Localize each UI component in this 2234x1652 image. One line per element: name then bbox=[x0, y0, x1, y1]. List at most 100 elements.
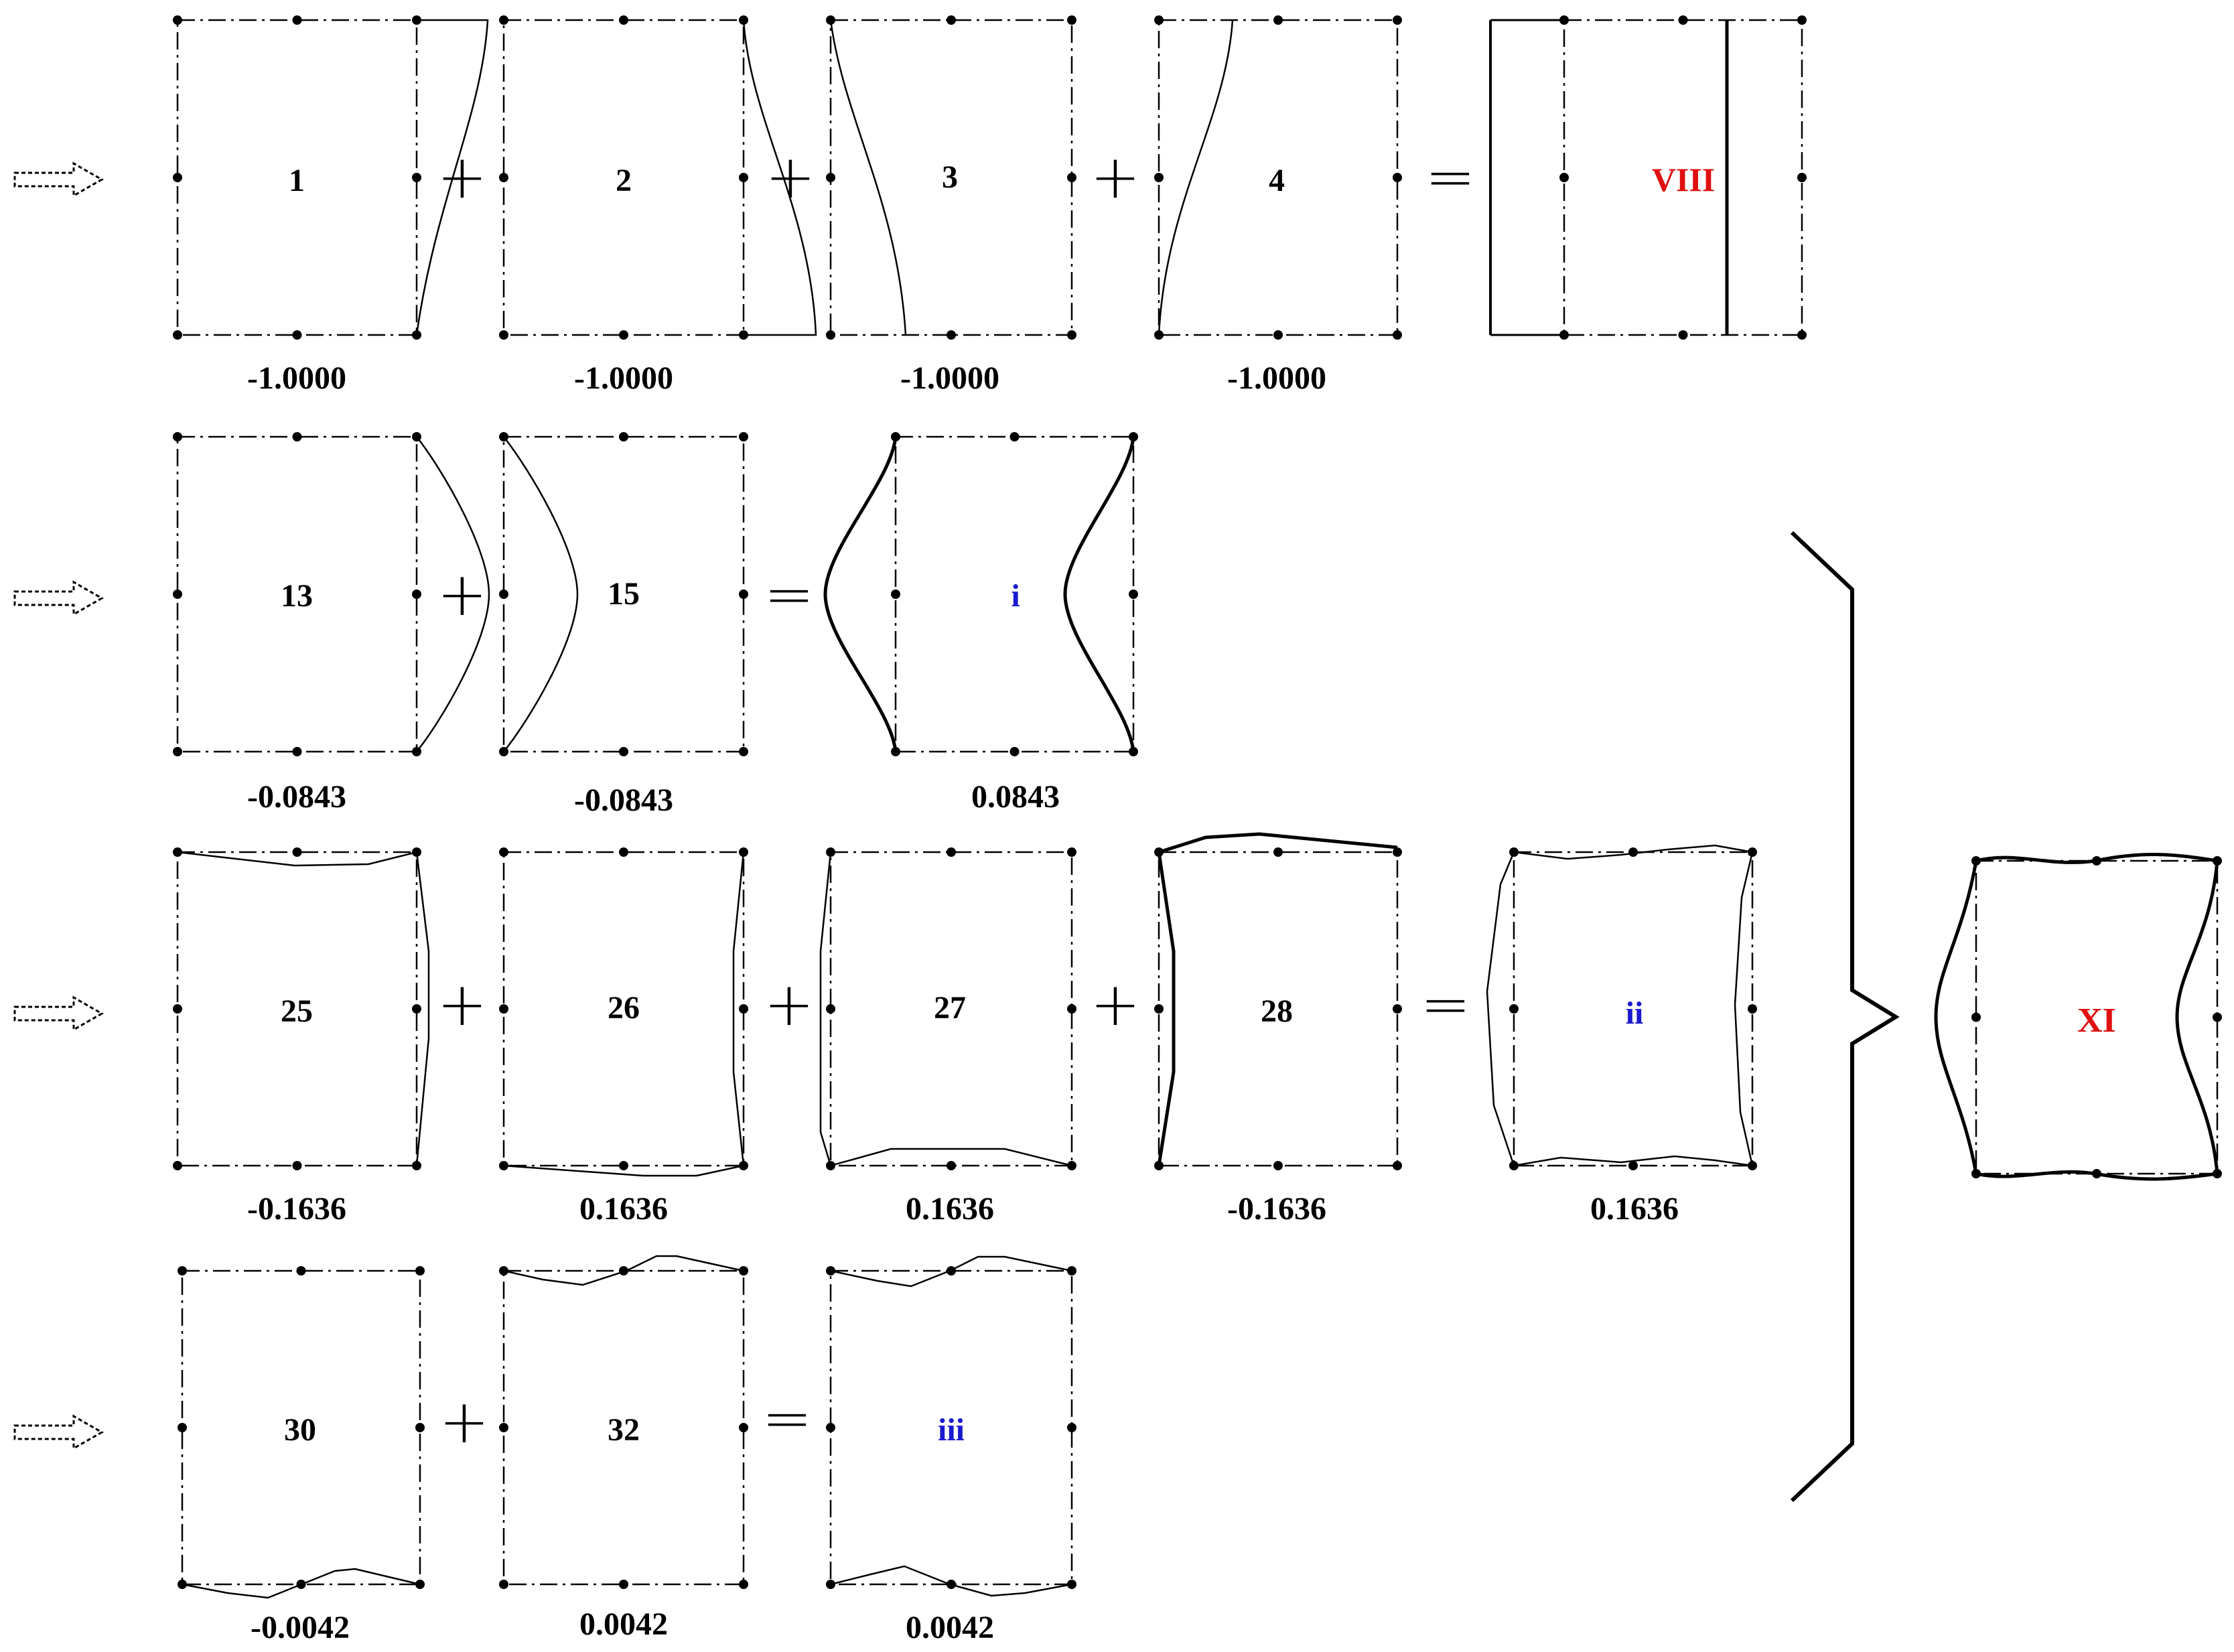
node-dot bbox=[1067, 847, 1076, 857]
node-dot bbox=[499, 590, 508, 599]
mode-shape-curve bbox=[503, 851, 745, 1177]
node-dot bbox=[947, 1161, 956, 1170]
plus-operator: + bbox=[437, 142, 487, 212]
coefficient-label: 0.0843 bbox=[971, 779, 1060, 815]
node-dot bbox=[292, 747, 302, 756]
equals-operator: = bbox=[1420, 969, 1470, 1040]
node-dot bbox=[1009, 747, 1020, 756]
node-dot bbox=[173, 747, 182, 756]
node-dot bbox=[1393, 1004, 1402, 1014]
mode-shape-curve bbox=[1975, 853, 2218, 864]
mode-label: 32 bbox=[608, 1412, 640, 1448]
mode-shape-curve bbox=[415, 19, 489, 336]
equals-operator: = bbox=[762, 1383, 812, 1454]
node-dot bbox=[947, 847, 956, 857]
node-dot bbox=[739, 1004, 748, 1014]
coefficient-label: 0.0042 bbox=[579, 1606, 668, 1642]
node-dot bbox=[173, 1004, 182, 1014]
plus-operator: + bbox=[1090, 969, 1140, 1040]
node-dot bbox=[412, 590, 421, 599]
node-dot bbox=[173, 330, 182, 340]
mode-panel-1 bbox=[173, 15, 421, 340]
row-3: + + + = 25 26 27 28 ii -0.1636 0.1636 0.… bbox=[13, 832, 1757, 1227]
node-dot bbox=[1067, 173, 1076, 182]
mode-shape-curve bbox=[503, 1255, 744, 1286]
node-dot bbox=[1678, 15, 1688, 25]
mode-shape-curve bbox=[1063, 436, 1135, 752]
node-dot bbox=[739, 590, 748, 599]
mode-shape-curve bbox=[829, 19, 907, 336]
combining-brace bbox=[1790, 531, 1900, 1503]
mode-label: 26 bbox=[608, 990, 640, 1026]
mode-panel-26 bbox=[499, 847, 748, 1170]
node-dot bbox=[292, 330, 302, 340]
mode-shape-curve bbox=[2175, 860, 2219, 1174]
mode-shape-curve bbox=[1734, 851, 1754, 1166]
arrow-icon bbox=[13, 1415, 103, 1450]
row-1: + + + = 1 2 3 4 VIII -1.0000 -1.0000 -1.… bbox=[13, 15, 1807, 396]
node-dot bbox=[1393, 173, 1402, 182]
node-dot bbox=[1273, 1161, 1283, 1170]
node-dot bbox=[499, 1423, 508, 1432]
node-dot bbox=[619, 432, 628, 441]
node-dot bbox=[178, 1266, 187, 1276]
node-dot bbox=[826, 1423, 835, 1432]
equals-operator: = bbox=[1425, 142, 1475, 212]
node-dot bbox=[499, 15, 508, 25]
mode-panel-32 bbox=[499, 1266, 748, 1589]
node-dot bbox=[1559, 173, 1569, 182]
mode-shape-curve bbox=[182, 1568, 421, 1599]
node-dot bbox=[292, 15, 302, 25]
node-dot bbox=[1393, 330, 1402, 340]
final-result-panel: XI bbox=[1934, 853, 2222, 1181]
mode-shape-curve bbox=[830, 1565, 1072, 1597]
result-panel-i bbox=[891, 432, 1138, 756]
mode-label: 4 bbox=[1269, 163, 1285, 198]
node-dot bbox=[1273, 15, 1283, 25]
node-dot bbox=[1797, 173, 1807, 182]
node-dot bbox=[1628, 847, 1638, 857]
node-dot bbox=[173, 15, 182, 25]
node-dot bbox=[739, 747, 748, 756]
mode-shape-curve bbox=[742, 19, 817, 336]
mode-panel-2 bbox=[499, 15, 748, 340]
mode-shape-curve bbox=[830, 1255, 1072, 1288]
node-dot bbox=[292, 432, 302, 441]
mode-label: 2 bbox=[616, 163, 632, 198]
mode-panel-3 bbox=[826, 15, 1076, 340]
coefficient-label: 0.1636 bbox=[906, 1191, 994, 1227]
node-dot bbox=[499, 173, 508, 182]
node-dot bbox=[826, 1004, 835, 1014]
mode-shape-curve bbox=[503, 436, 579, 752]
plus-operator: + bbox=[437, 559, 487, 630]
mode-shape-curve bbox=[1975, 1170, 2218, 1181]
node-dot bbox=[415, 1423, 425, 1432]
mode-shape-curve bbox=[177, 851, 430, 1166]
result-label: iii bbox=[938, 1412, 965, 1448]
plus-operator: + bbox=[439, 1387, 489, 1457]
node-dot bbox=[826, 330, 835, 340]
node-dot bbox=[1509, 1004, 1519, 1014]
equals-operator: = bbox=[764, 559, 814, 630]
node-dot bbox=[1971, 1012, 1981, 1022]
node-dot bbox=[619, 1161, 628, 1170]
node-dot bbox=[1067, 330, 1076, 340]
node-dot bbox=[739, 173, 748, 182]
coefficient-label: -0.0843 bbox=[574, 782, 673, 818]
mode-label: 27 bbox=[934, 990, 966, 1026]
node-dot bbox=[1067, 1423, 1076, 1432]
node-dot bbox=[1748, 1004, 1757, 1014]
coefficient-label: -1.0000 bbox=[574, 360, 673, 396]
node-dot bbox=[826, 173, 835, 182]
result-label: ii bbox=[1626, 995, 1644, 1031]
mode-label: 25 bbox=[281, 993, 313, 1029]
mode-shape-curve bbox=[1513, 844, 1753, 860]
coefficient-label: 0.1636 bbox=[1590, 1191, 1679, 1227]
node-dot bbox=[296, 1266, 306, 1276]
plus-operator: + bbox=[765, 142, 815, 212]
node-dot bbox=[1797, 15, 1807, 25]
mode-shape-curve bbox=[819, 851, 1072, 1167]
row-2: + = 13 15 i -0.0843 -0.0843 0.0843 bbox=[13, 432, 1138, 818]
node-dot bbox=[1393, 847, 1402, 857]
node-dot bbox=[499, 330, 508, 340]
